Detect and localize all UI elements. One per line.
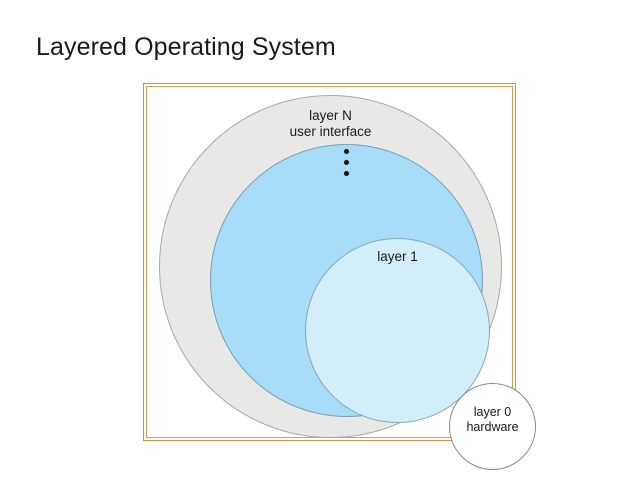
ring-layer-0-label-line1: layer 0 xyxy=(473,405,512,419)
vertical-ellipsis-icon xyxy=(211,149,482,176)
ellipsis-dot xyxy=(344,171,349,176)
ring-layer-n: layer N user interface layer 1 layer 0 xyxy=(159,95,536,470)
ring-layer-0-label-line2: hardware xyxy=(466,420,519,435)
ring-layer-1: layer 1 layer 0 hardware xyxy=(305,238,536,470)
ellipsis-dot xyxy=(344,160,349,165)
ring-layer-0: layer 0 hardware xyxy=(449,383,536,470)
ring-layer-1-label: layer 1 xyxy=(377,249,418,264)
ring-layer-n-label-line2: user interface xyxy=(289,124,372,140)
ring-layer-n-label-line1: layer N xyxy=(309,108,352,123)
ring-intermediate-layers: layer 1 layer 0 hardware xyxy=(210,144,536,470)
ring-layer-n-label: layer N user interface xyxy=(160,108,501,141)
figure-frame: layer N user interface layer 1 layer 0 xyxy=(143,83,536,470)
ellipsis-dot xyxy=(344,149,349,154)
page-title: Layered Operating System xyxy=(36,33,336,61)
ring-layer-0-label: layer 0 hardware xyxy=(450,405,535,436)
